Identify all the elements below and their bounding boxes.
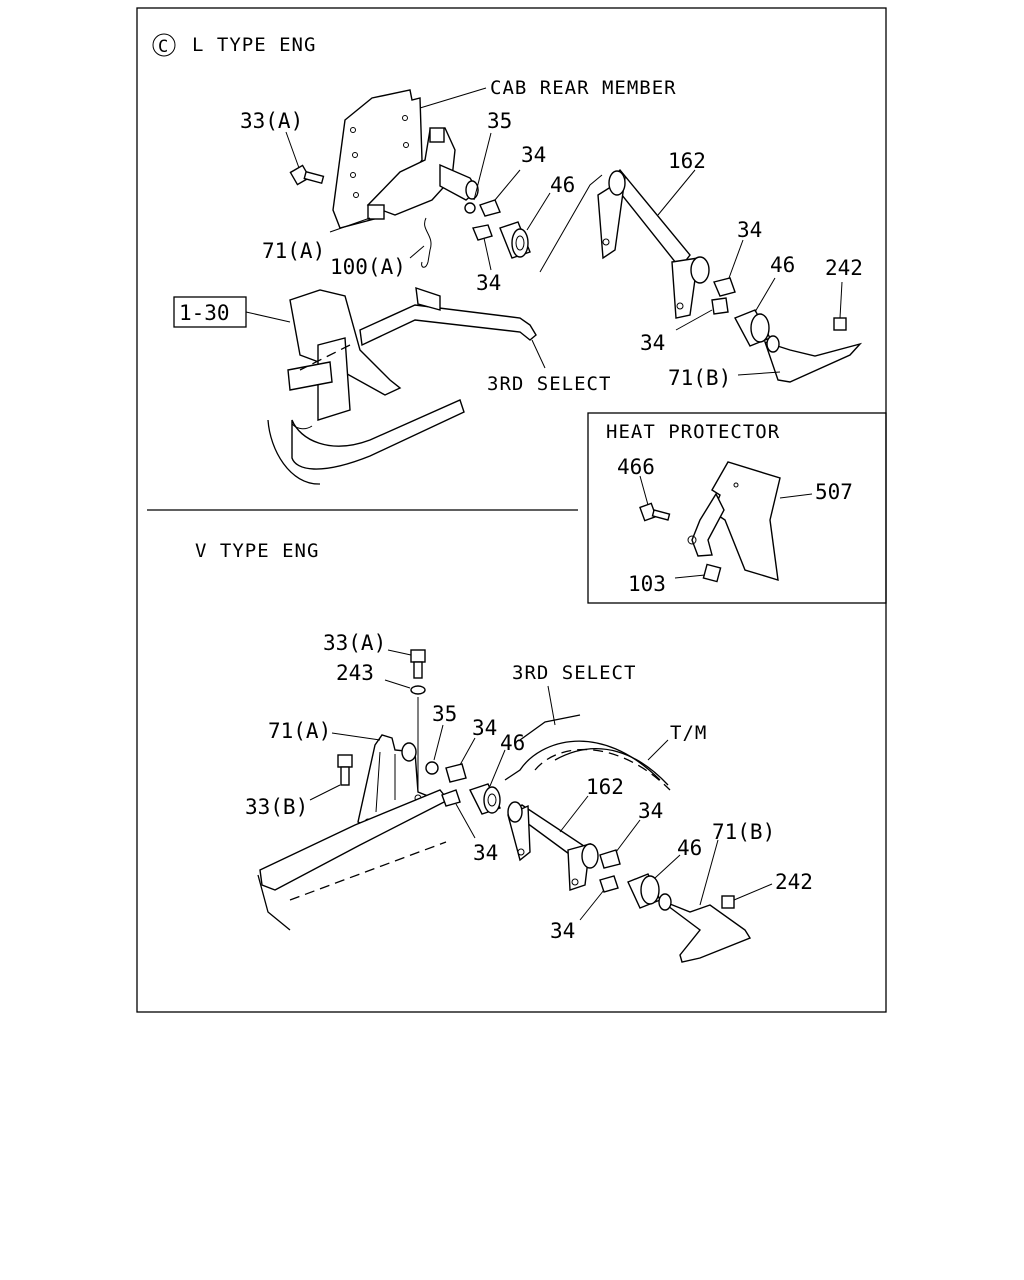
label-507: 507: [815, 480, 853, 504]
label-71b: 71(B): [668, 366, 731, 390]
bushing-34c-v: [599, 875, 619, 893]
washer-243: [410, 685, 426, 695]
l-type-title: L TYPE ENG: [192, 34, 316, 56]
clip-35: [464, 202, 476, 214]
nut-103: [702, 563, 722, 583]
heat-protector-title: HEAT PROTECTOR: [606, 421, 780, 443]
label-71a-v: 71(A): [268, 719, 331, 743]
shaft-162: [597, 168, 710, 319]
bushing-34b-v: [599, 849, 621, 869]
cab-rear-member-label: CAB REAR MEMBER: [490, 77, 677, 99]
label-34a-v: 34: [472, 716, 497, 740]
label-35: 35: [487, 109, 512, 133]
label-3rd-select-v: 3RD SELECT: [512, 662, 636, 684]
protector-bracket: [691, 492, 725, 557]
label-71a: 71(A): [262, 239, 325, 263]
ref-1-30: 1-30: [179, 301, 230, 325]
rubber-46-right: [734, 309, 771, 347]
l-type-section: C L TYPE ENG CAB REAR MEMBER 33(A) 35 34: [152, 33, 863, 485]
label-243: 243: [336, 661, 374, 685]
bracket-71a: [366, 127, 456, 216]
rubber-46: [499, 221, 531, 259]
bushing-34a-v: [445, 763, 467, 783]
label-162: 162: [668, 149, 706, 173]
circle-c-symbol: C: [158, 37, 168, 57]
circle-c-icon: [152, 33, 176, 57]
label-34b-v: 34: [638, 799, 663, 823]
bushing-34-top: [479, 199, 501, 217]
label-tm: T/M: [670, 722, 707, 744]
label-34-right: 34: [737, 218, 762, 242]
label-34-mid: 34: [476, 271, 501, 295]
label-46: 46: [550, 173, 575, 197]
transmission-housing: [267, 289, 465, 485]
label-71b-v: 71(B): [712, 820, 775, 844]
label-103: 103: [628, 572, 666, 596]
heat-protector-section: HEAT PROTECTOR 507 466 103: [606, 421, 853, 596]
bolt-33a: [289, 164, 325, 186]
heat-protector-box: [587, 412, 887, 604]
label-46-right: 46: [770, 253, 795, 277]
rubber-46a-v: [469, 783, 501, 815]
label-46a-v: 46: [500, 731, 525, 755]
cab-rear-member: [332, 89, 423, 229]
bushing-34-low: [711, 297, 729, 315]
bracket-71b-v: [659, 899, 752, 963]
bolt-33a-v: [410, 649, 426, 679]
label-100a: 100(A): [330, 255, 406, 279]
shift-rod-3rd-select: [359, 304, 537, 347]
v-type-section: V TYPE ENG 3RD SELECT T/M 33(A) 243 71(A…: [195, 540, 813, 963]
bushing-34-right: [713, 277, 736, 297]
label-34c-v: 34: [550, 919, 575, 943]
label-162-v: 162: [586, 775, 624, 799]
rubber-46b-v: [627, 873, 661, 909]
frame-rail-v: [259, 789, 450, 891]
label-35-v: 35: [432, 702, 457, 726]
label-33a-v: 33(A): [323, 631, 386, 655]
label-466: 466: [617, 455, 655, 479]
shaft-162-v: [507, 801, 599, 891]
transmission-outline: [504, 740, 661, 781]
label-34-low: 34: [640, 331, 665, 355]
nut-242-v: [721, 895, 735, 909]
bracket-71b: [763, 340, 863, 383]
label-242: 242: [825, 256, 863, 280]
bushing-34-mid: [472, 224, 493, 241]
label-3rd-select: 3RD SELECT: [487, 373, 611, 395]
label-34-top: 34: [521, 143, 546, 167]
v-type-title: V TYPE ENG: [195, 540, 319, 562]
label-33b: 33(B): [245, 795, 308, 819]
heat-protector-507: [711, 461, 781, 581]
label-34d-v: 34: [473, 841, 498, 865]
nut-242: [833, 317, 847, 331]
bolt-466: [639, 502, 671, 522]
label-33a: 33(A): [240, 109, 303, 133]
bolt-33b: [337, 754, 353, 786]
pin-100a: [421, 217, 432, 268]
label-46b-v: 46: [677, 836, 702, 860]
label-242-v: 242: [775, 870, 813, 894]
bushing-34d-v: [441, 789, 461, 807]
clip-35-v: [425, 761, 439, 775]
